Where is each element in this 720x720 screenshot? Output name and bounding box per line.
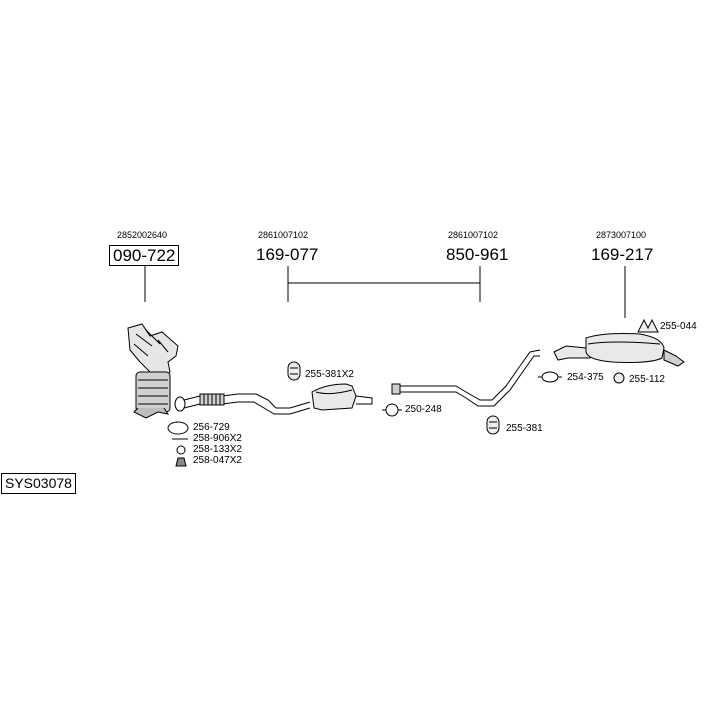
- oem-number-4: 2873007100: [596, 230, 647, 240]
- manifold-catalytic-converter: [127, 323, 179, 419]
- part-number-169-217[interactable]: 169-217: [591, 245, 654, 264]
- oem-number-1: 2852002640: [117, 230, 168, 240]
- rubber-mount-icon: [637, 318, 659, 333]
- accessory-label-258-906x2[interactable]: 258-906X2: [193, 433, 242, 444]
- gasket-ring-icon: [167, 421, 189, 435]
- accessory-label-255-044[interactable]: 255-044: [660, 321, 697, 332]
- accessory-label-258-133x2[interactable]: 258-133X2: [193, 444, 242, 455]
- rubber-hanger-icon: [287, 361, 301, 381]
- accessory-label-255-381x2[interactable]: 255-381X2: [305, 369, 354, 380]
- clamp-icon: [382, 403, 402, 417]
- front-pipe-with-silencer: [174, 383, 373, 415]
- clamp-icon: [538, 371, 562, 383]
- part-number-090-722[interactable]: 090-722: [109, 245, 180, 266]
- oem-number-2: 2861007102: [258, 230, 309, 240]
- accessory-label-255-381[interactable]: 255-381: [506, 423, 543, 434]
- accessory-label-250-248[interactable]: 250-248: [405, 404, 442, 415]
- center-pipe: [391, 349, 541, 407]
- part-number-850-961[interactable]: 850-961: [446, 245, 509, 264]
- accessory-label-254-375[interactable]: 254-375: [567, 372, 604, 383]
- accessory-label-258-047x2[interactable]: 258-047X2: [193, 455, 242, 466]
- oem-number-3: 2861007102: [448, 230, 499, 240]
- accessory-label-256-729[interactable]: 256-729: [193, 422, 230, 433]
- part-number-169-077[interactable]: 169-077: [256, 245, 319, 264]
- nut-icon: [175, 457, 187, 467]
- system-code-label: SYS03078: [1, 473, 76, 494]
- rubber-hanger-icon: [486, 415, 500, 435]
- accessory-label-255-112[interactable]: 255-112: [629, 374, 665, 385]
- rubber-ring-icon: [613, 372, 625, 384]
- rear-silencer: [553, 333, 685, 367]
- washer-icon: [176, 445, 186, 455]
